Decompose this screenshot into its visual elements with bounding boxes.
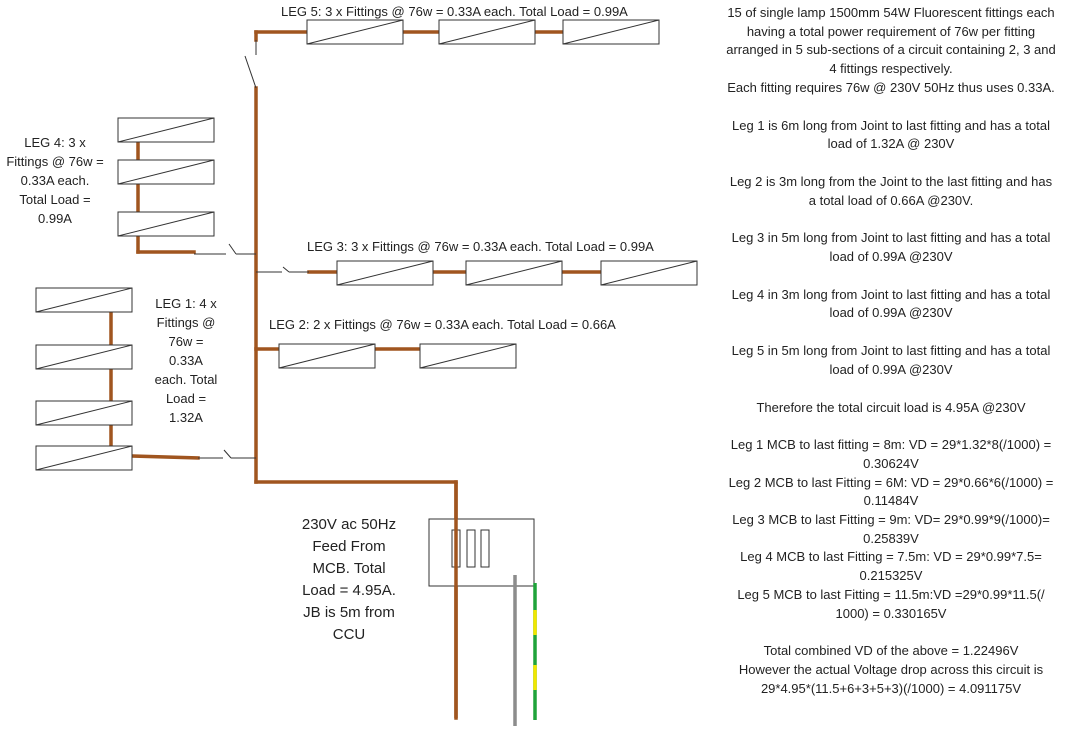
junction-box <box>428 518 535 587</box>
leg3-fitting-2 <box>465 260 563 286</box>
leg5-fitting-2 <box>438 19 536 45</box>
junction-terminal-2 <box>466 529 476 568</box>
junction-terminal-3 <box>480 529 490 568</box>
notes-leg1: Leg 1 is 6m long from Joint to last fitt… <box>732 117 1050 152</box>
leg2-label: LEG 2: 2 x Fittings @ 76w = 0.33A each. … <box>269 317 616 332</box>
notes-total-load: Therefore the total circuit load is 4.95… <box>756 399 1026 415</box>
leg5-switch <box>244 40 257 89</box>
leg1-label: LEG 1: 4 x Fittings @ 76w = 0.33A each. … <box>154 296 218 425</box>
leg2-fitting-2 <box>419 343 517 369</box>
notes-vd-calculations: Leg 1 MCB to last fitting = 8m: VD = 29*… <box>728 437 1054 621</box>
notes-total-vd: Total combined VD of the above = 1.22496… <box>738 643 1044 696</box>
leg4-fitting-3 <box>117 211 215 237</box>
leg1-fitting-3 <box>35 400 133 426</box>
notes-leg2: Leg 2 is 3m long from the Joint to the l… <box>729 173 1053 208</box>
leg1-fitting-4 <box>35 445 133 471</box>
leg4-switch <box>194 243 256 255</box>
leg1-horizontal-cable <box>131 454 200 460</box>
leg4-fitting-2 <box>117 159 215 185</box>
leg1-switch <box>198 449 256 459</box>
notes-leg4: Leg 4 in 3m long from Joint to last fitt… <box>731 286 1051 321</box>
leg5-fitting-1 <box>306 19 404 45</box>
calculation-notes: 15 of single lamp 1500mm 54W Fluorescent… <box>700 4 1082 698</box>
leg3-switch <box>256 266 309 273</box>
notes-leg3: Leg 3 in 5m long from Joint to last fitt… <box>731 230 1051 265</box>
notes-leg5: Leg 5 in 5m long from Joint to last fitt… <box>731 343 1051 377</box>
leg3-fitting-1 <box>336 260 434 286</box>
feed-label: 230V ac 50Hz Feed From MCB. Total Load =… <box>301 516 397 643</box>
leg1-fitting-1 <box>35 287 133 313</box>
leg5-label: LEG 5: 3 x Fittings @ 76w = 0.33A each. … <box>281 4 628 19</box>
leg3-fitting-3 <box>600 260 698 286</box>
notes-intro: 15 of single lamp 1500mm 54W Fluorescent… <box>726 5 1056 95</box>
switch-contacts <box>194 40 309 459</box>
leg2-fitting-1 <box>278 343 376 369</box>
leg1-fitting-2 <box>35 344 133 370</box>
leg4-fitting-1 <box>117 117 215 143</box>
leg5-fitting-3 <box>562 19 660 45</box>
light-fittings <box>35 19 698 471</box>
leg4-label: LEG 4: 3 x Fittings @ 76w = 0.33A each. … <box>6 135 104 226</box>
leg3-label: LEG 3: 3 x Fittings @ 76w = 0.33A each. … <box>307 239 654 254</box>
